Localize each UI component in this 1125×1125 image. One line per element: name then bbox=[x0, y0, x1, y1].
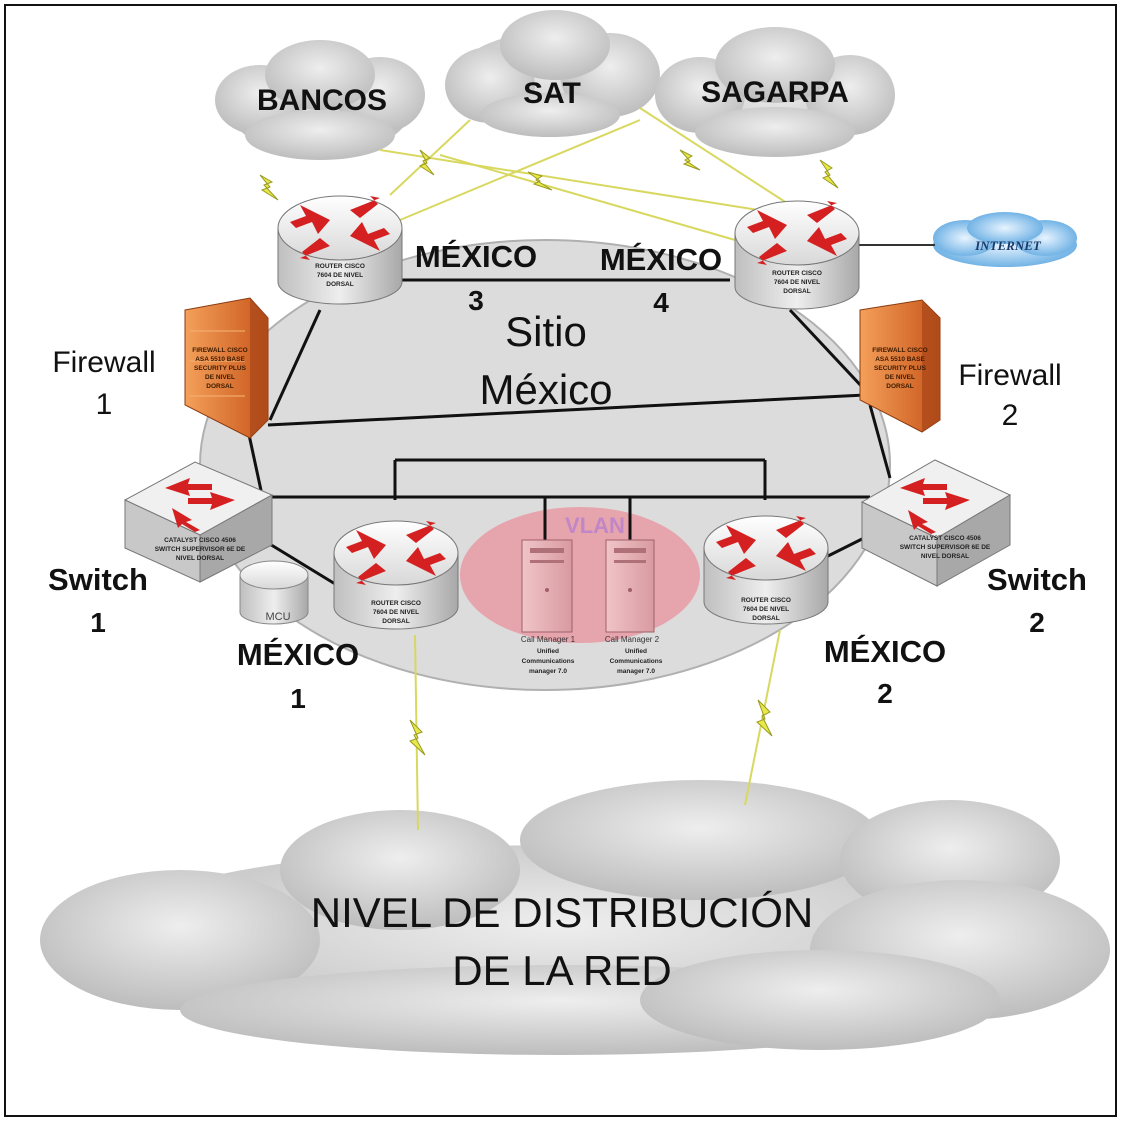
cloud-distribution: NIVEL DE DISTRIBUCIÓN DE LA RED bbox=[40, 780, 1110, 1055]
firewall-2-device-line1: FIREWALL CISCO bbox=[872, 347, 928, 354]
cloud-bancos-label: BANCOS bbox=[257, 84, 387, 117]
firewall-1-device-line4: DE NIVEL bbox=[205, 374, 235, 381]
router-mexico3-number: 3 bbox=[468, 285, 484, 316]
router-arrows-icon bbox=[716, 516, 816, 580]
firewall-1-label: Firewall bbox=[52, 346, 155, 379]
switch-1[interactable]: CATALYST CISCO 4506 SWITCH SUPERVISOR 6E… bbox=[123, 461, 274, 583]
router-arrows-icon bbox=[747, 201, 847, 265]
router-mexico3-device-line2: 7604 DE NIVEL bbox=[317, 272, 363, 279]
firewall-2[interactable]: FIREWALL CISCO ASA 5510 BASE SECURITY PL… bbox=[859, 299, 941, 433]
mcu-device[interactable]: MCU bbox=[239, 560, 309, 625]
router-arrows-icon bbox=[290, 196, 390, 260]
firewall-1-device-line3: SECURITY PLUS bbox=[194, 365, 247, 372]
mcu-label: MCU bbox=[265, 611, 290, 623]
router-mexico2[interactable]: ROUTER CISCO 7604 DE NIVEL DORSAL bbox=[703, 515, 829, 625]
firewall-2-device-line5: DORSAL bbox=[886, 383, 913, 390]
router-mexico4-label: MÉXICO bbox=[600, 242, 722, 277]
router-mexico2-number: 2 bbox=[877, 678, 893, 709]
switch-2-device-line3: NIVEL DORSAL bbox=[921, 553, 969, 560]
server-1-name: Call Manager 1 bbox=[521, 635, 576, 644]
firewall-1-number: 1 bbox=[96, 388, 113, 421]
router-mexico4-number: 4 bbox=[653, 287, 669, 318]
distribution-line1: NIVEL DE DISTRIBUCIÓN bbox=[311, 889, 814, 936]
switch-1-device-line1: CATALYST CISCO 4506 bbox=[164, 537, 236, 544]
lightning-bolts bbox=[259, 149, 839, 756]
server-2-name: Call Manager 2 bbox=[605, 635, 660, 644]
router-arrows-icon bbox=[346, 521, 446, 585]
router-mexico1-label: MÉXICO bbox=[237, 637, 359, 672]
router-mexico1-device-line2: 7604 DE NIVEL bbox=[373, 609, 419, 616]
switch-2-label: Switch bbox=[987, 562, 1087, 597]
cloud-sat: SAT bbox=[445, 10, 660, 137]
server-1-desc-line3: manager 7.0 bbox=[529, 668, 567, 675]
site-title-line2: México bbox=[479, 366, 612, 413]
router-mexico4-device-line3: DORSAL bbox=[783, 288, 810, 295]
cloud-internet: INTERNET bbox=[933, 212, 1077, 267]
router-mexico4-device-line2: 7604 DE NIVEL bbox=[774, 279, 820, 286]
vlan-label: VLAN bbox=[565, 513, 625, 538]
firewall-2-label: Firewall bbox=[958, 359, 1061, 392]
server-2-desc-line3: manager 7.0 bbox=[617, 668, 655, 675]
router-mexico4[interactable]: ROUTER CISCO 7604 DE NIVEL DORSAL bbox=[734, 200, 860, 310]
switch-2-device-line1: CATALYST CISCO 4506 bbox=[909, 535, 981, 542]
router-mexico3-device-line3: DORSAL bbox=[326, 281, 353, 288]
server-1-desc-line1: Unified bbox=[537, 648, 559, 655]
server-call-manager-1[interactable]: Call Manager 1 Unified Communications ma… bbox=[521, 539, 576, 675]
firewall-2-device-line4: DE NIVEL bbox=[885, 374, 915, 381]
router-mexico1[interactable]: ROUTER CISCO 7604 DE NIVEL DORSAL bbox=[333, 520, 459, 630]
router-mexico1-number: 1 bbox=[290, 683, 306, 714]
router-mexico3-label: MÉXICO bbox=[415, 239, 537, 274]
firewall-1-device-line1: FIREWALL CISCO bbox=[192, 347, 248, 354]
switch-2[interactable]: CATALYST CISCO 4506 SWITCH SUPERVISOR 6E… bbox=[860, 459, 1012, 587]
switch-2-number: 2 bbox=[1029, 607, 1045, 638]
firewall-2-device-line3: SECURITY PLUS bbox=[874, 365, 927, 372]
firewall-1[interactable]: FIREWALL CISCO ASA 5510 BASE SECURITY PL… bbox=[184, 297, 269, 439]
cloud-internet-label: INTERNET bbox=[974, 238, 1042, 253]
cloud-sagarpa-label: SAGARPA bbox=[701, 76, 849, 109]
router-mexico2-label: MÉXICO bbox=[824, 634, 946, 669]
switch-arrows-icon bbox=[165, 478, 235, 532]
distribution-line2: DE LA RED bbox=[452, 947, 671, 994]
server-2-desc-line1: Unified bbox=[625, 648, 647, 655]
cloud-sat-label: SAT bbox=[523, 77, 581, 110]
switch-1-label: Switch bbox=[48, 562, 148, 597]
switch-2-device-line2: SWITCH SUPERVISOR 6E DE bbox=[900, 544, 991, 551]
server-call-manager-2[interactable]: Call Manager 2 Unified Communications ma… bbox=[605, 539, 663, 675]
router-mexico1-device-line3: DORSAL bbox=[382, 618, 409, 625]
switch-arrows-icon bbox=[900, 478, 970, 534]
router-mexico2-device-line3: DORSAL bbox=[752, 615, 779, 622]
switch-1-device-line2: SWITCH SUPERVISOR 6E DE bbox=[155, 546, 246, 553]
firewall-1-device-line2: ASA 5510 BASE bbox=[195, 356, 245, 363]
switch-1-device-line3: NIVEL DORSAL bbox=[176, 555, 224, 562]
router-mexico3[interactable]: ROUTER CISCO 7604 DE NIVEL DORSAL bbox=[277, 195, 403, 305]
router-mexico3-device-line1: ROUTER CISCO bbox=[315, 263, 365, 270]
firewall-2-number: 2 bbox=[1002, 399, 1019, 432]
switch-1-number: 1 bbox=[90, 607, 106, 638]
router-mexico2-device-line2: 7604 DE NIVEL bbox=[743, 606, 789, 613]
cloud-bancos: BANCOS bbox=[215, 40, 425, 160]
router-mexico1-device-line1: ROUTER CISCO bbox=[371, 600, 421, 607]
site-title-line1: Sitio bbox=[505, 308, 587, 355]
firewall-1-device-line5: DORSAL bbox=[206, 383, 233, 390]
cloud-sagarpa: SAGARPA bbox=[655, 27, 895, 157]
server-1-desc-line2: Communications bbox=[522, 658, 575, 665]
server-2-desc-line2: Communications bbox=[610, 658, 663, 665]
router-mexico2-device-line1: ROUTER CISCO bbox=[741, 597, 791, 604]
firewall-2-device-line2: ASA 5510 BASE bbox=[875, 356, 925, 363]
router-mexico4-device-line1: ROUTER CISCO bbox=[772, 270, 822, 277]
firewall-bricks bbox=[190, 330, 245, 397]
